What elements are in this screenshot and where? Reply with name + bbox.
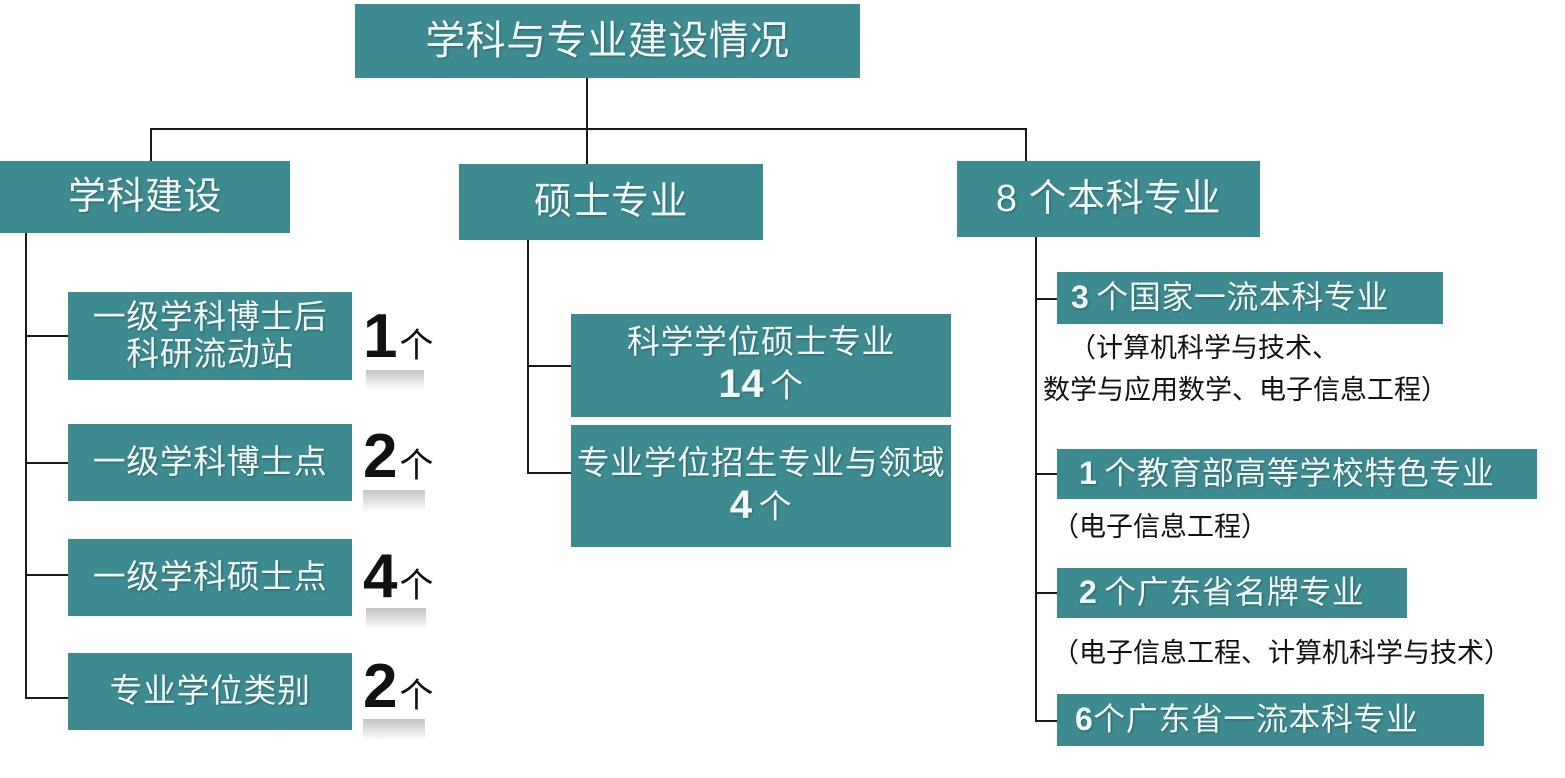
connector-drop-discipline xyxy=(150,128,152,162)
leaf-count-number-undergraduate-4: 6 xyxy=(1075,701,1094,738)
leaf-box-discipline-4[interactable]: 专业学位类别 xyxy=(68,653,352,730)
branch-box-master[interactable]: 硕士专业 xyxy=(459,164,763,240)
connector-stub-master-2 xyxy=(527,472,573,474)
count-reflection-discipline-2 xyxy=(363,490,425,512)
branch-label-undergraduate: 8 个本科专业 xyxy=(995,177,1222,220)
connector-root-bus xyxy=(150,128,1027,130)
connector-drop-undergraduate xyxy=(1025,128,1027,162)
leaf-label-discipline-2-line1: 一级学科博士点 xyxy=(92,443,328,481)
count-unit-discipline-4: 个 xyxy=(399,677,434,715)
connector-stub-undergraduate-2 xyxy=(1035,473,1059,475)
connector-trunk-undergraduate xyxy=(1035,237,1037,722)
branch-box-discipline[interactable]: 学科建设 xyxy=(0,161,290,233)
count-number-discipline-1: 1 xyxy=(363,302,398,371)
leaf-box-discipline-3[interactable]: 一级学科硕士点 xyxy=(68,539,352,616)
connector-trunk-master xyxy=(527,240,529,474)
count-reflection-discipline-3 xyxy=(366,608,426,630)
count-unit-discipline-3: 个 xyxy=(399,567,434,605)
connector-drop-master xyxy=(586,128,588,165)
connector-stub-undergraduate-1 xyxy=(1035,298,1059,300)
leaf-box-undergraduate-4[interactable]: 6个广东省一流本科专业 xyxy=(1057,694,1484,746)
leaf-count-number-master-2: 4 xyxy=(729,481,753,527)
leaf-count-unit-undergraduate-3: 个 xyxy=(1104,574,1137,611)
count-reflection-discipline-4 xyxy=(363,719,425,741)
leaf-box-discipline-1[interactable]: 一级学科博士后 科研流动站 xyxy=(68,292,352,380)
count-discipline-2: 2 个 xyxy=(363,426,433,488)
root-node-label: 学科与专业建设情况 xyxy=(425,18,790,63)
leaf-line-undergraduate-4: 6个广东省一流本科专业 xyxy=(1075,701,1419,738)
leaf-label-undergraduate-3: 广东省名牌专业 xyxy=(1136,574,1365,611)
count-unit-discipline-1: 个 xyxy=(399,327,434,365)
leaf-count-unit-master-1: 个 xyxy=(770,367,804,405)
leaf-label-discipline-1-line1: 一级学科博士后 xyxy=(92,298,328,336)
connector-stub-undergraduate-3 xyxy=(1035,592,1059,594)
note-undergraduate-3-line1: （电子信息工程、计算机科学与技术） xyxy=(1052,638,1511,668)
leaf-count-unit-undergraduate-1: 个 xyxy=(1096,279,1129,316)
branch-label-master: 硕士专业 xyxy=(533,180,688,223)
leaf-count-unit-undergraduate-2: 个 xyxy=(1104,455,1137,492)
connector-stub-undergraduate-4 xyxy=(1035,720,1059,722)
leaf-label-discipline-3-line1: 一级学科硕士点 xyxy=(92,558,328,596)
count-number-discipline-2: 2 xyxy=(363,422,398,491)
connector-stub-discipline-4 xyxy=(25,697,70,699)
connector-stub-discipline-2 xyxy=(25,462,70,464)
connector-stub-discipline-3 xyxy=(25,574,70,576)
count-discipline-3: 4 个 xyxy=(363,546,433,608)
leaf-label-undergraduate-1: 国家一流本科专业 xyxy=(1128,279,1389,316)
leaf-count-unit-undergraduate-4: 个 xyxy=(1093,701,1126,738)
leaf-count-number-master-1: 14 xyxy=(718,361,765,407)
leaf-count-number-undergraduate-2: 1 xyxy=(1079,455,1098,492)
count-discipline-4: 2 个 xyxy=(363,656,433,718)
leaf-label-undergraduate-2: 教育部高等学校特色专业 xyxy=(1136,455,1495,492)
leaf-count-number-undergraduate-3: 2 xyxy=(1079,574,1098,611)
connector-root-stem xyxy=(586,78,588,129)
note-undergraduate-1-line1: （计算机科学与技术、 xyxy=(1069,333,1339,363)
note-undergraduate-1-line2: 数学与应用数学、电子信息工程） xyxy=(1043,375,1448,405)
leaf-label-undergraduate-4: 广东省一流本科专业 xyxy=(1125,701,1419,738)
branch-label-discipline: 学科建设 xyxy=(67,175,222,218)
leaf-count-number-undergraduate-1: 3 xyxy=(1071,279,1090,316)
count-discipline-1: 1 个 xyxy=(363,306,433,368)
leaf-count-unit-master-2: 个 xyxy=(758,487,793,525)
leaf-box-discipline-2[interactable]: 一级学科博士点 xyxy=(68,424,352,501)
count-reflection-discipline-1 xyxy=(366,370,424,390)
count-unit-discipline-2: 个 xyxy=(399,447,434,485)
note-undergraduate-2-line1: （电子信息工程） xyxy=(1052,512,1268,542)
count-number-discipline-4: 2 xyxy=(363,652,398,721)
leaf-label-discipline-4-line1: 专业学位类别 xyxy=(109,672,311,710)
connector-trunk-discipline xyxy=(25,233,27,699)
count-number-discipline-3: 4 xyxy=(363,542,398,611)
connector-stub-discipline-1 xyxy=(25,335,70,337)
leaf-label-master-1: 科学学位硕士专业 xyxy=(627,323,895,361)
root-node-box[interactable]: 学科与专业建设情况 xyxy=(355,4,860,78)
branch-box-undergraduate[interactable]: 8 个本科专业 xyxy=(957,161,1260,237)
leaf-label-discipline-1-line2: 科研流动站 xyxy=(126,335,294,372)
leaf-label-master-2: 专业学位招生专业与领域 xyxy=(576,443,946,481)
connector-stub-master-1 xyxy=(527,365,573,367)
